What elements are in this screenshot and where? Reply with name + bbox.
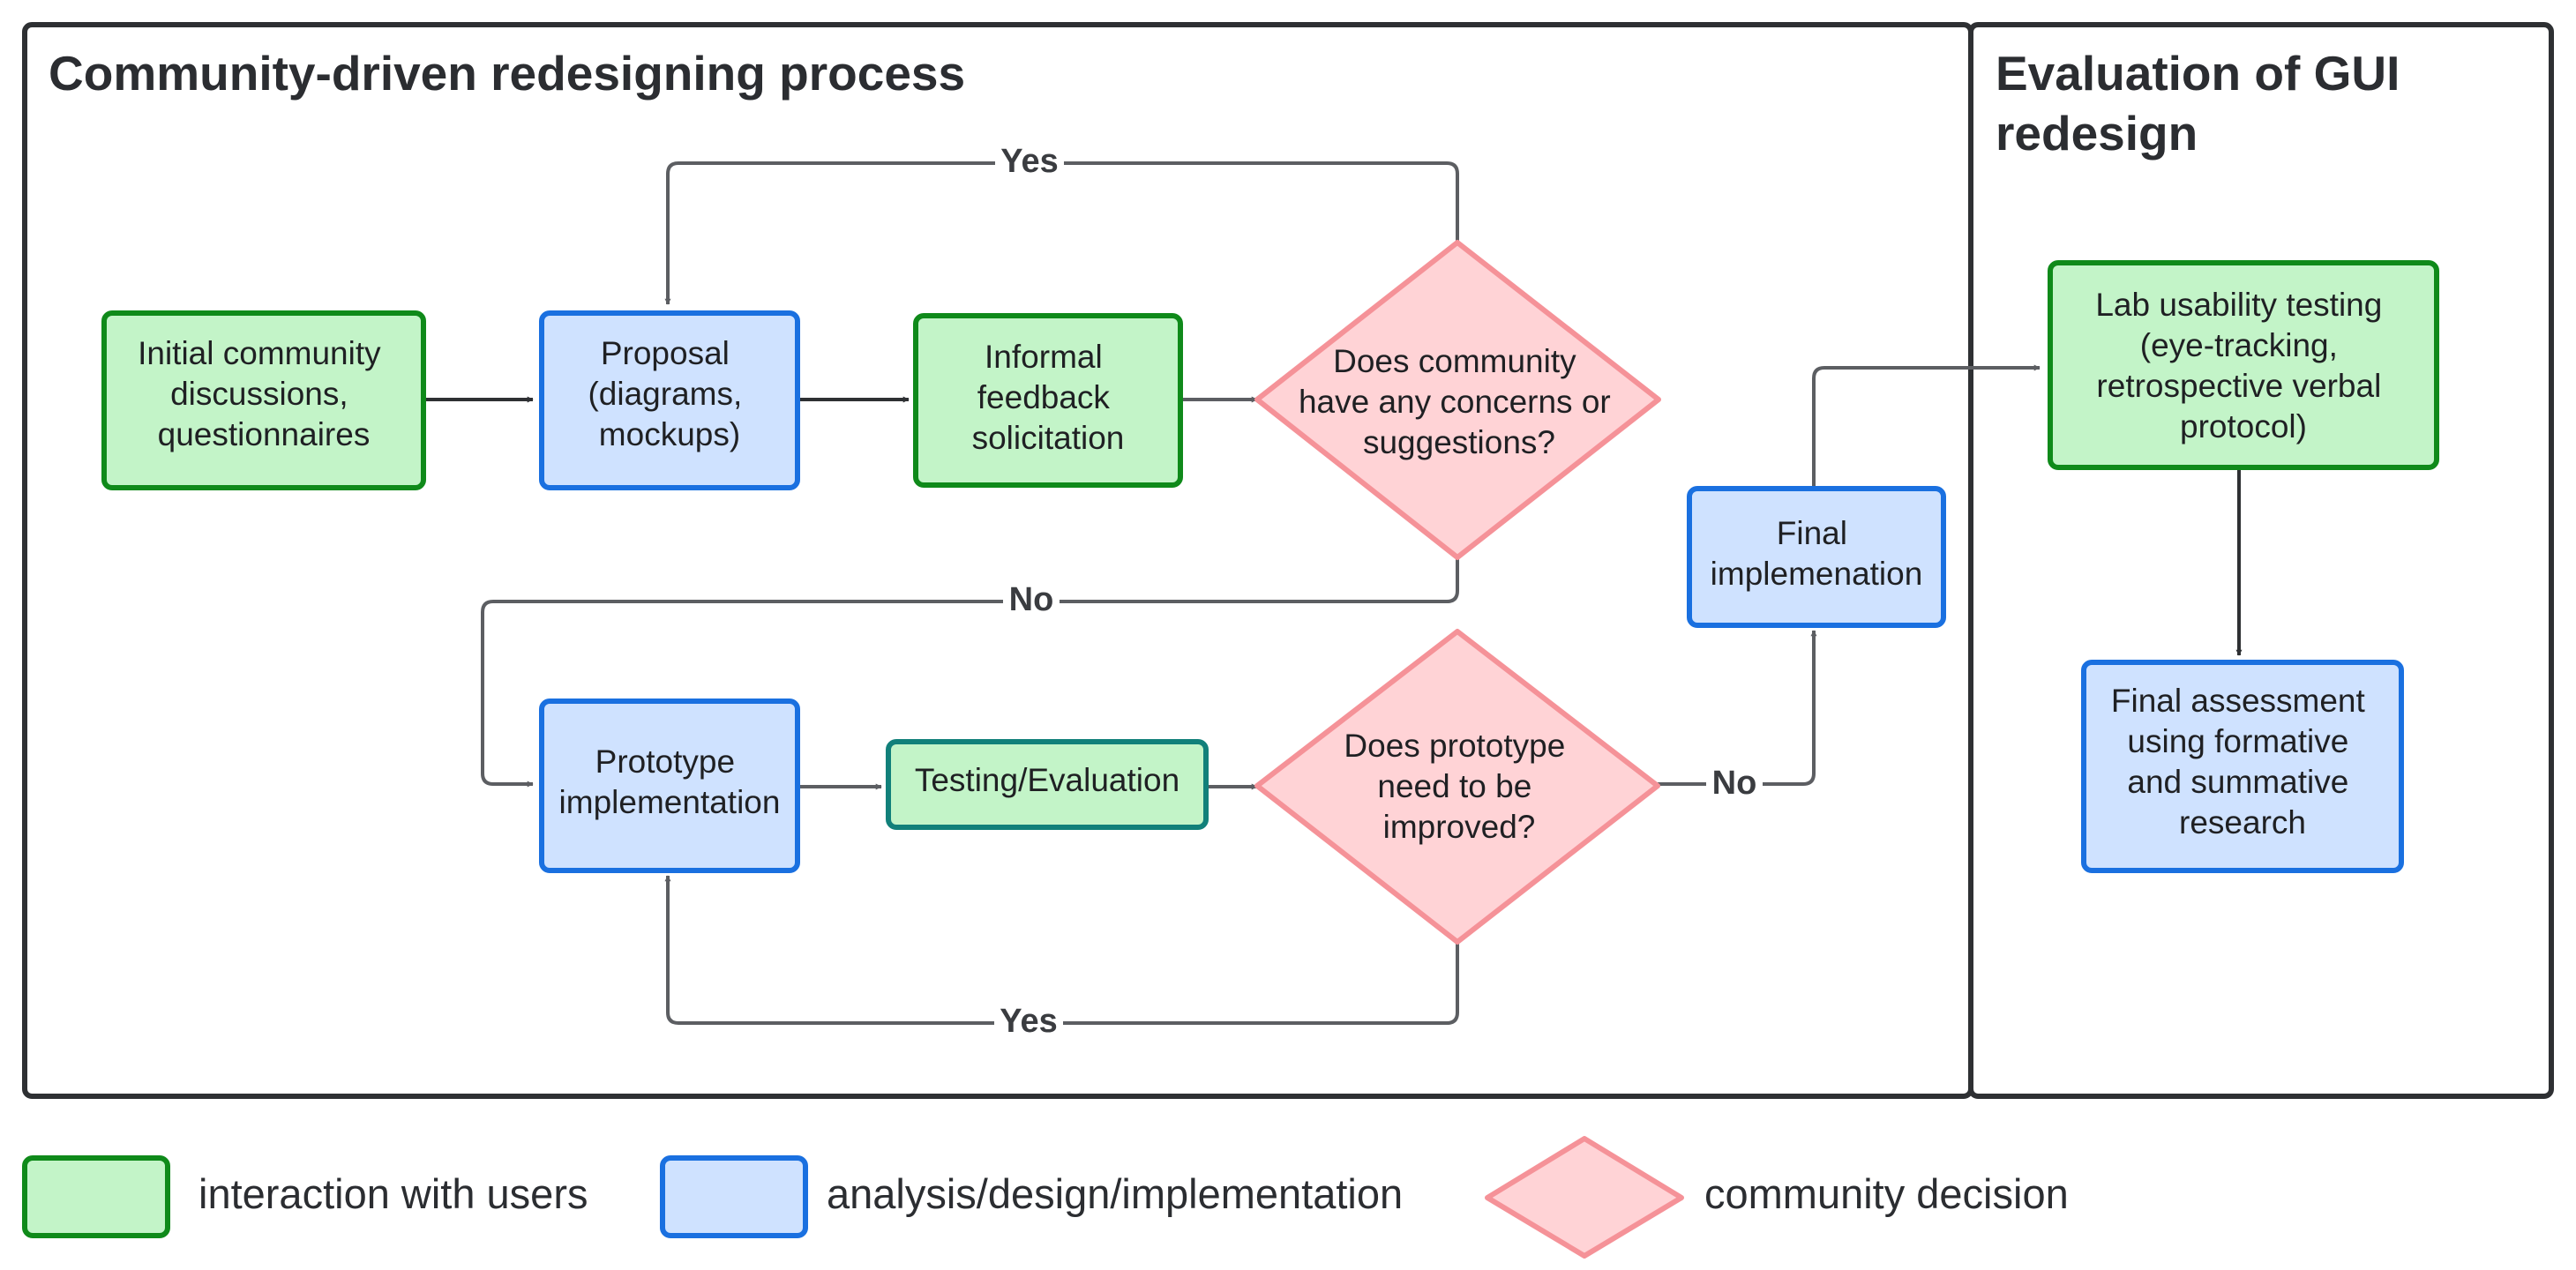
edge-label-yes-top: Yes [1000,143,1059,180]
edge-concerns-no-to-prototype [481,557,1459,788]
edge-improve-no-to-final [1658,630,1817,786]
legend-label-users: interaction with users [198,1170,588,1217]
process-panel [22,22,1973,1099]
node-proposal: Proposal (diagrams, mockups) [539,310,800,490]
legend-swatch-design [660,1155,808,1238]
decision-concerns: Does community have any concerns or sugg… [1254,240,1661,560]
svg-text:Testing/Evaluation: Testing/Evaluation [915,762,1179,798]
node-final-implementation: Final implemenation [1687,486,1946,628]
legend-label-decision: community decision [1704,1170,2069,1217]
svg-text:Prototype implementation: Prototype implementation [559,743,781,820]
evaluation-panel-title: Evaluation of GUI redesign [1996,46,2414,161]
svg-text:Does prototype need to b: Does prototype need to be improved? [1344,728,1574,845]
process-panel-title: Community-driven redesigning process [49,46,965,101]
node-lab-usability-testing: Lab usability testing (eye-tracking, ret… [2048,260,2439,470]
edge-final-to-lab [1812,364,2041,487]
node-informal-feedback: Informal feedback solicitation [913,313,1183,488]
node-prototype-implementation: Prototype implementation [539,698,800,873]
legend-swatch-users [22,1155,170,1238]
edge-label-no-right: No [1712,765,1757,802]
legend-label-design: analysis/design/implementation [827,1170,1403,1217]
edge-label-no-middle: No [1009,581,1054,618]
svg-text:Initial community discus: Initial community discussions, questionn… [138,335,390,452]
legend: interaction with users analysis/design/i… [22,1136,2069,1259]
svg-text:Proposal (diagrams,: Proposal (diagrams, mockups) [588,335,751,452]
node-initial-discussions: Initial community discussions, questionn… [101,310,426,490]
svg-text:Informal feedback: Informal feedback solicitation [972,339,1125,456]
legend-swatch-decision [1485,1136,1684,1259]
evaluation-panel [1968,22,2554,1099]
svg-text:Final implemenation: Final implemenation [1711,515,1923,592]
svg-text:Lab usability testing (e: Lab usability testing (eye-tracking, ret… [2095,287,2391,444]
svg-text:Final assessment using f: Final assessment using formative and sum… [2111,683,2374,840]
edge-label-yes-bottom: Yes [1000,1003,1058,1040]
svg-text:Does community have any: Does community have any concerns or sugg… [1299,343,1620,460]
node-final-assessment: Final assessment using formative and sum… [2081,660,2404,873]
decision-prototype-improved: Does prototype need to be improved? [1254,629,1660,945]
node-testing-evaluation: Testing/Evaluation [886,739,1209,830]
